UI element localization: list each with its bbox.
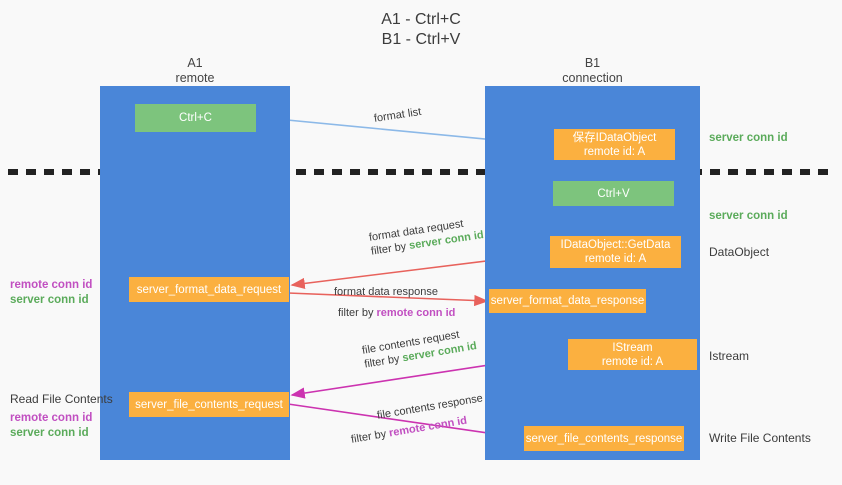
left-label-remote-conn-id-2-text: remote conn id [10,412,93,424]
title-line-2: B1 - Ctrl+V [381,31,461,48]
node-ctrl-v[interactable]: Ctrl+V [553,181,674,206]
lane-header-a1: A1 remote [100,56,290,86]
node-idataobject-getdata-line2: remote id: A [584,253,647,265]
left-label-read-file-contents: Read File Contents [10,392,113,407]
right-label-server-conn-id-top: server conn id [709,131,788,146]
right-label-dataobject: DataObject [709,245,769,260]
left-label-server-conn-id-2: server conn id [10,426,92,441]
node-server-file-contents-request-label: server_file_contents_request [135,398,283,411]
node-server-file-contents-response[interactable]: server_file_contents_response [524,426,684,451]
arrow-format-data-response [287,292,489,307]
left-label-remote-conn-id-1: remote conn id [10,278,92,293]
filter-by-text-2: filter by [338,307,377,319]
left-label-group-format: remote conn id server conn id [10,278,92,308]
left-label-read-file-contents-text: Read File Contents [10,392,113,406]
left-label-server-conn-id-2-text: server conn id [10,427,89,439]
left-label-remote-conn-id-2: remote conn id [10,411,92,426]
diagram-title: A1 - Ctrl+C B1 - Ctrl+V [0,10,842,50]
left-label-group-file: remote conn id server conn id [10,411,92,441]
node-save-idataobject-line2: remote id: A [583,145,646,158]
node-server-file-contents-response-label: server_file_contents_response [525,432,683,445]
right-label-server-conn-id-top-text: server conn id [709,132,788,144]
node-server-format-data-request[interactable]: server_format_data_request [129,277,289,302]
node-idataobject-getdata[interactable]: IDataObject::GetData remote id: A [550,236,681,268]
left-label-server-conn-id-1-text: server conn id [10,294,89,306]
lane-a1-name: A1 [187,56,203,70]
node-idataobject-getdata-line1: IDataObject::GetData [560,239,671,251]
right-label-write-file-contents: Write File Contents [709,431,811,446]
node-ctrl-c-label: Ctrl+C [179,112,212,124]
node-server-format-data-response-label: server_format_data_response [490,295,645,307]
node-server-format-data-request-label: server_format_data_request [136,283,282,296]
node-ctrl-v-label: Ctrl+V [597,187,630,200]
edge-label-format-data-response: format data response [334,285,438,299]
node-ctrl-c[interactable]: Ctrl+C [135,104,256,132]
arrow-file-contents-response [287,403,524,442]
node-save-idataobject-line1: 保存IDataObject [572,131,657,144]
title-line-1: A1 - Ctrl+C [381,11,461,28]
remote-conn-id-1: remote conn id [376,307,456,319]
lane-a1-sub: remote [175,71,215,85]
lane-b1-sub: connection [562,71,623,85]
node-save-idataobject[interactable]: 保存IDataObject remote id: A [554,129,675,160]
node-istream-line1: IStream [612,341,653,354]
right-label-istream: Istream [709,349,749,364]
node-istream-line2: remote id: A [601,355,664,368]
lane-b1-name: B1 [584,56,601,70]
node-istream[interactable]: IStream remote id: A [568,339,697,370]
format-data-response-text: format data response [334,286,438,298]
right-label-server-conn-id-second-text: server conn id [709,210,788,222]
right-label-write-file-contents-text: Write File Contents [709,431,811,445]
left-label-server-conn-id-1: server conn id [10,293,92,308]
right-label-server-conn-id-second: server conn id [709,209,788,224]
left-label-remote-conn-id-1-text: remote conn id [10,279,93,291]
right-label-dataobject-text: DataObject [709,245,770,259]
lane-header-b1: B1 connection [485,56,700,86]
right-label-istream-text: Istream [709,349,750,363]
edge-label-format-data-response-filter: filter by remote conn id [338,306,455,320]
node-server-file-contents-request[interactable]: server_file_contents_request [129,392,289,417]
node-server-format-data-response[interactable]: server_format_data_response [489,289,646,313]
